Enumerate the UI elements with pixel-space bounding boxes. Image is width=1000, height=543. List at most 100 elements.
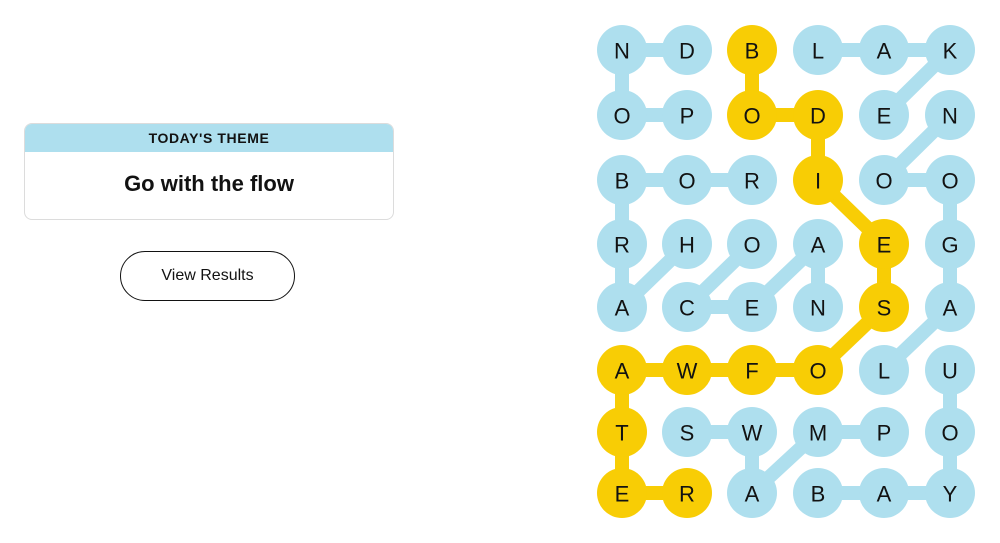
theme-title: Go with the flow bbox=[124, 171, 294, 196]
letter-cell[interactable]: A bbox=[925, 282, 975, 332]
letter-cell[interactable]: R bbox=[662, 468, 712, 518]
cell-circle bbox=[925, 219, 975, 269]
cell-circle bbox=[859, 282, 909, 332]
letter-cell[interactable]: D bbox=[662, 25, 712, 75]
cell-circle bbox=[727, 90, 777, 140]
letter-cell[interactable]: T bbox=[597, 407, 647, 457]
cell-letter: M bbox=[809, 421, 827, 446]
letter-cell[interactable]: A bbox=[597, 345, 647, 395]
cell-circle bbox=[925, 155, 975, 205]
letter-cell[interactable]: A bbox=[859, 25, 909, 75]
letter-cell[interactable]: P bbox=[662, 90, 712, 140]
letter-cell[interactable]: O bbox=[925, 155, 975, 205]
letter-cell[interactable]: A bbox=[727, 468, 777, 518]
cell-circle bbox=[859, 468, 909, 518]
cell-circle bbox=[793, 345, 843, 395]
cell-letter: S bbox=[680, 421, 695, 446]
cell-circle bbox=[925, 468, 975, 518]
cell-circle bbox=[662, 25, 712, 75]
cell-circle bbox=[859, 25, 909, 75]
cell-circle bbox=[662, 155, 712, 205]
letter-cell[interactable]: A bbox=[793, 219, 843, 269]
letter-cell[interactable]: U bbox=[925, 345, 975, 395]
cell-letter: E bbox=[877, 104, 892, 129]
letter-cell[interactable]: O bbox=[925, 407, 975, 457]
cell-letter: A bbox=[615, 296, 630, 321]
cell-letter: O bbox=[678, 169, 695, 194]
cell-circle bbox=[859, 345, 909, 395]
letter-cell[interactable]: O bbox=[793, 345, 843, 395]
cell-circle bbox=[597, 155, 647, 205]
cell-circle bbox=[597, 345, 647, 395]
letter-cell[interactable]: P bbox=[859, 407, 909, 457]
cell-letter: C bbox=[679, 296, 695, 321]
cell-circle bbox=[597, 282, 647, 332]
letter-cell[interactable]: M bbox=[793, 407, 843, 457]
cell-letter: S bbox=[877, 296, 892, 321]
cell-circle bbox=[793, 468, 843, 518]
cell-letter: A bbox=[877, 39, 892, 64]
letter-cell[interactable]: Y bbox=[925, 468, 975, 518]
cell-circle bbox=[793, 25, 843, 75]
cell-letter: O bbox=[941, 421, 958, 446]
letter-cell[interactable]: W bbox=[662, 345, 712, 395]
cell-circle bbox=[925, 407, 975, 457]
letter-cell[interactable]: L bbox=[793, 25, 843, 75]
cell-letter: A bbox=[615, 359, 630, 384]
cell-letter: N bbox=[614, 39, 630, 64]
cell-letter: A bbox=[877, 482, 892, 507]
letter-cell[interactable]: S bbox=[859, 282, 909, 332]
cell-circle bbox=[859, 407, 909, 457]
letter-cell[interactable]: F bbox=[727, 345, 777, 395]
cell-circle bbox=[793, 282, 843, 332]
cell-circle bbox=[859, 219, 909, 269]
cell-letter: O bbox=[875, 169, 892, 194]
cell-letter: B bbox=[745, 39, 760, 64]
letter-cell[interactable]: N bbox=[793, 282, 843, 332]
cell-circle bbox=[925, 345, 975, 395]
cell-letter: A bbox=[943, 296, 958, 321]
letter-cell[interactable]: N bbox=[925, 90, 975, 140]
letter-cell[interactable]: E bbox=[859, 90, 909, 140]
letter-cell[interactable]: E bbox=[859, 219, 909, 269]
letter-cell[interactable]: O bbox=[727, 90, 777, 140]
letter-cell[interactable]: K bbox=[925, 25, 975, 75]
cell-circle bbox=[662, 219, 712, 269]
cell-letter: L bbox=[812, 39, 824, 64]
cell-circle bbox=[597, 219, 647, 269]
cell-letter: I bbox=[815, 169, 821, 194]
letter-cell[interactable]: N bbox=[597, 25, 647, 75]
letter-cell[interactable]: D bbox=[793, 90, 843, 140]
letter-cell[interactable]: R bbox=[727, 155, 777, 205]
letter-cell[interactable]: S bbox=[662, 407, 712, 457]
view-results-button[interactable]: View Results bbox=[120, 251, 295, 301]
letter-cell[interactable]: A bbox=[859, 468, 909, 518]
letter-cell[interactable]: B bbox=[727, 25, 777, 75]
cell-circle bbox=[597, 25, 647, 75]
letter-cell[interactable]: O bbox=[859, 155, 909, 205]
letter-cell[interactable]: C bbox=[662, 282, 712, 332]
cell-circle bbox=[925, 25, 975, 75]
letter-cell[interactable]: H bbox=[662, 219, 712, 269]
letter-cell[interactable]: L bbox=[859, 345, 909, 395]
letter-cell[interactable]: W bbox=[727, 407, 777, 457]
cell-circle bbox=[727, 282, 777, 332]
cell-letter: K bbox=[943, 39, 958, 64]
letter-cell[interactable]: B bbox=[793, 468, 843, 518]
letter-cell[interactable]: E bbox=[597, 468, 647, 518]
letter-cell[interactable]: O bbox=[662, 155, 712, 205]
letter-cell[interactable]: G bbox=[925, 219, 975, 269]
letter-cell[interactable]: B bbox=[597, 155, 647, 205]
cell-letter: T bbox=[615, 421, 628, 446]
letter-cell[interactable]: O bbox=[727, 219, 777, 269]
letter-cell[interactable]: I bbox=[793, 155, 843, 205]
letter-cell[interactable]: R bbox=[597, 219, 647, 269]
cell-circle bbox=[662, 468, 712, 518]
cell-letter: G bbox=[941, 233, 958, 258]
letter-cell[interactable]: O bbox=[597, 90, 647, 140]
letter-cell[interactable]: A bbox=[597, 282, 647, 332]
cell-circle bbox=[727, 155, 777, 205]
letter-cell[interactable]: E bbox=[727, 282, 777, 332]
theme-header: TODAY'S THEME bbox=[25, 124, 393, 152]
